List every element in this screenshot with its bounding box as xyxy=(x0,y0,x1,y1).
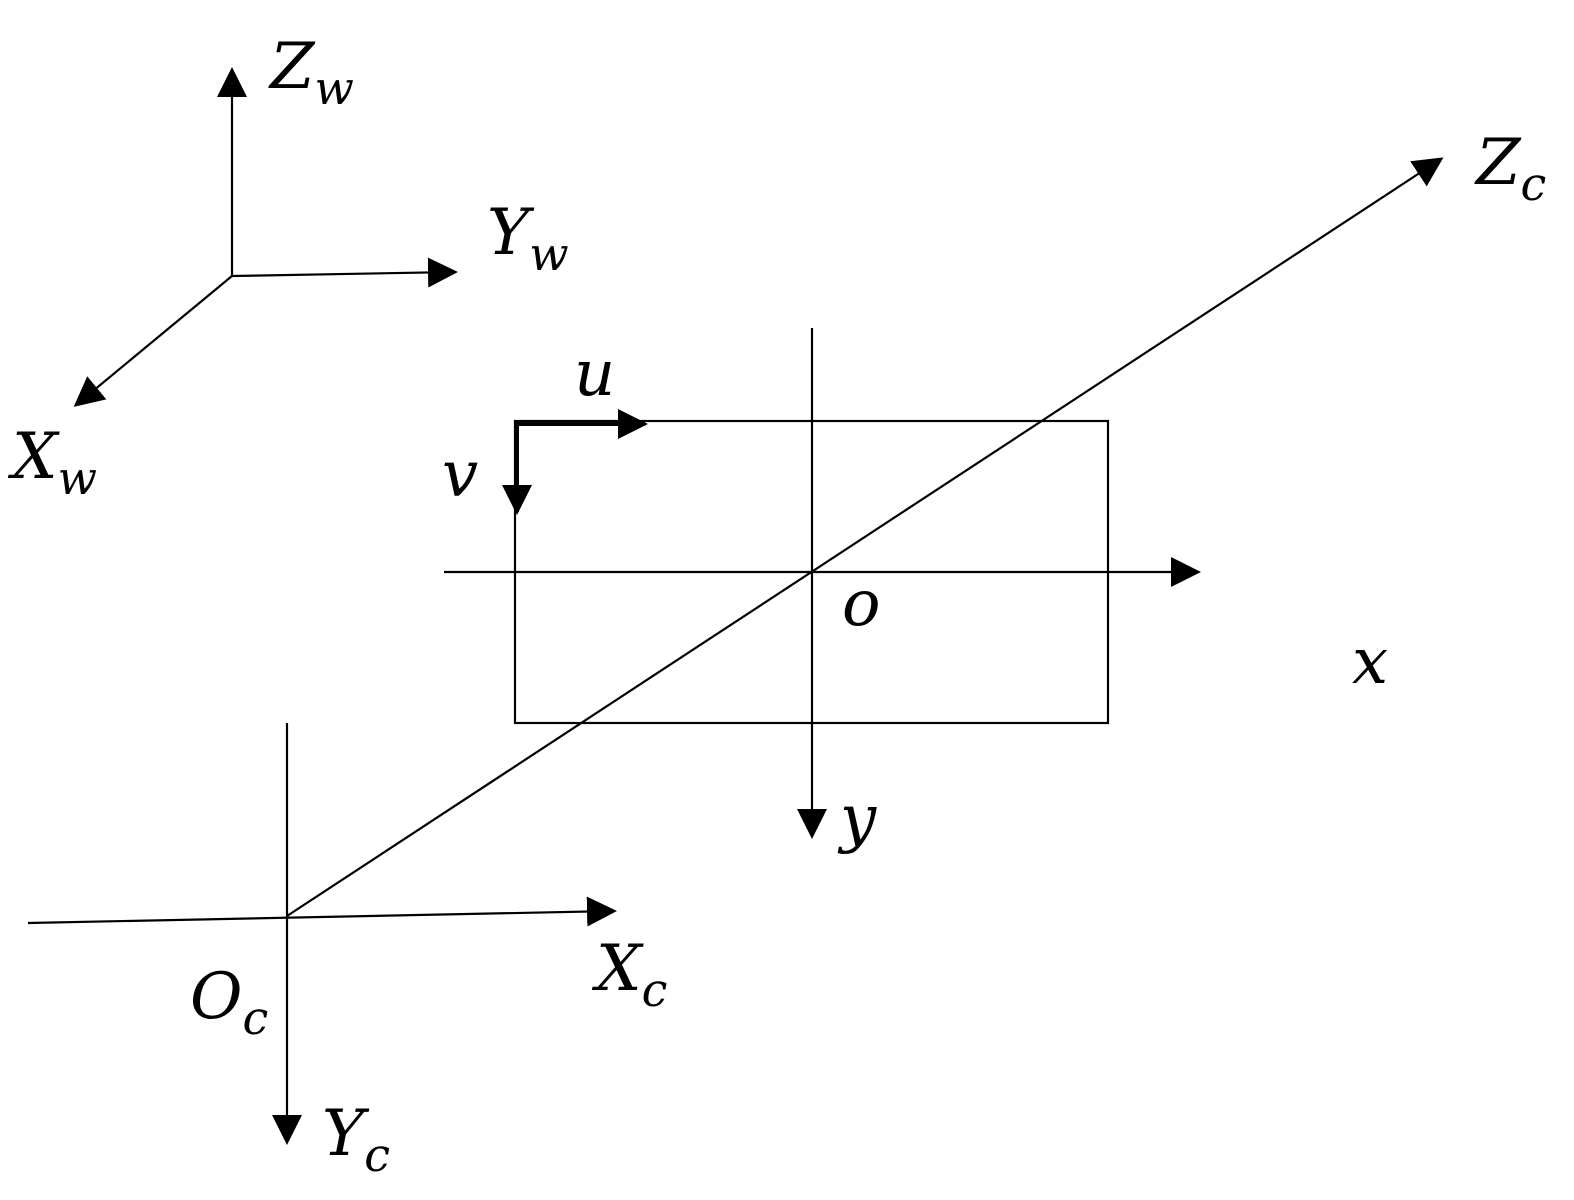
world-z-letter: Z xyxy=(268,30,316,104)
world-x-subscript: w xyxy=(58,451,97,505)
camera-x-label: Xc xyxy=(591,932,667,1017)
camera-z-letter: Z xyxy=(1474,126,1522,200)
world-y-letter: Y xyxy=(487,196,535,270)
camera-origin-subscript: c xyxy=(242,991,268,1045)
world-x-letter: X xyxy=(7,420,60,494)
image-origin-label: o xyxy=(842,567,881,641)
camera-origin-letter: O xyxy=(190,960,242,1034)
image-x-label: x xyxy=(1352,625,1388,699)
camera-y-subscript: c xyxy=(364,1128,390,1182)
world-y-label: Yw xyxy=(487,196,569,281)
world-frame: Zw Yw Xw xyxy=(7,30,569,505)
camera-y-letter: Y xyxy=(322,1097,370,1171)
world-z-subscript: w xyxy=(314,61,353,115)
world-y-axis xyxy=(231,257,458,288)
camera-z-axis xyxy=(286,157,1444,917)
camera-x-subscript: c xyxy=(642,963,668,1017)
pixel-v-label: v xyxy=(442,438,478,512)
camera-x-letter: X xyxy=(591,932,644,1006)
image-y-label: y xyxy=(837,782,877,856)
camera-x-axis xyxy=(27,896,617,927)
pixel-frame: u v xyxy=(442,337,648,515)
camera-origin-label: Oc xyxy=(190,960,268,1045)
world-y-subscript: w xyxy=(529,227,568,281)
camera-z-subscript: c xyxy=(1520,157,1546,211)
image-plane: o x y xyxy=(444,328,1388,856)
camera-y-label: Yc xyxy=(322,1097,390,1182)
camera-z-label: Zc xyxy=(1474,126,1546,211)
pixel-u-label: u xyxy=(574,337,615,411)
world-x-axis xyxy=(73,275,233,407)
camera-frame: Zc Xc Oc Yc xyxy=(27,126,1546,1182)
world-z-label: Zw xyxy=(268,30,354,115)
world-x-label: Xw xyxy=(7,420,97,505)
